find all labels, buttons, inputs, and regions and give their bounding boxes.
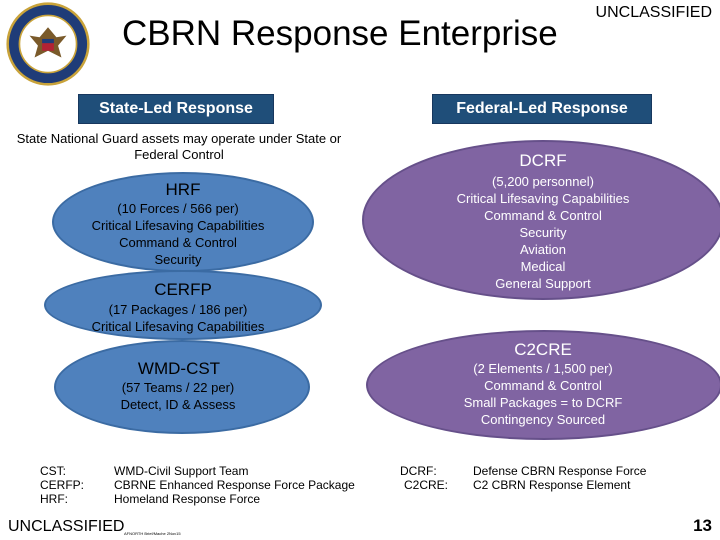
hrf-name: HRF [165, 180, 201, 199]
cerfp-line: (17 Packages / 186 per) [108, 302, 248, 317]
legend-abbr: CST: [40, 464, 67, 478]
legend-right-abbr: DCRF: C2CRE: [400, 464, 464, 492]
dcrf-name: DCRF [519, 151, 567, 170]
cerfp-name: CERFP [154, 280, 212, 299]
c2cre-line: Small Packages = to DCRF [463, 395, 623, 410]
dcrf-line: Medical [520, 259, 566, 274]
cerfp-ellipse [44, 270, 322, 340]
dcrf-line: General Support [495, 276, 591, 291]
page-number: 13 [693, 516, 712, 535]
c2cre-ellipse [366, 330, 720, 440]
legend-left-defs: WMD-Civil Support Team CBRNE Enhanced Re… [114, 464, 384, 506]
classification-banner-top: UNCLASSIFIED [595, 4, 712, 21]
federal-led-header: Federal-Led Response [432, 94, 652, 124]
legend-abbr: C2CRE: [404, 478, 449, 492]
legend-abbr: DCRF: [400, 464, 437, 478]
cerfp-line: Critical Lifesaving Capabilities [91, 319, 265, 334]
hrf-details: (10 Forces / 566 per) Critical Lifesavin… [40, 200, 316, 268]
legend-abbr: HRF: [40, 492, 68, 506]
dcrf-line: Critical Lifesaving Capabilities [456, 191, 630, 206]
wmd-cst-line: Detect, ID & Assess [120, 397, 236, 412]
dcrf-line: (5,200 personnel) [492, 174, 594, 189]
wmd-cst-details: (57 Teams / 22 per) Detect, ID & Assess [40, 379, 316, 413]
c2cre-line: Contingency Sourced [480, 412, 606, 427]
legend-def: WMD-Civil Support Team [114, 464, 249, 478]
hrf-line: Security [154, 252, 202, 267]
c2cre-details: (2 Elements / 1,500 per) Command & Contr… [400, 360, 686, 428]
legend-def: Defense CBRN Response Force [473, 464, 647, 478]
c2cre-line: Command & Control [484, 378, 602, 393]
dcrf-details: (5,200 personnel) Critical Lifesaving Ca… [400, 173, 686, 292]
hrf-line: (10 Forces / 566 per) [117, 201, 239, 216]
dcrf-ellipse [362, 140, 720, 300]
c2cre-name: C2CRE [514, 340, 572, 359]
legend-abbr: CERFP: [40, 478, 85, 492]
cerfp-details: (17 Packages / 186 per) Critical Lifesav… [40, 301, 316, 335]
dod-seal-icon [6, 2, 90, 86]
legend-left-abbr: CST: CERFP: HRF: [40, 464, 110, 506]
dcrf-line: Aviation [519, 242, 566, 257]
dcrf-line: Command & Control [484, 208, 602, 223]
wmd-cst-line: (57 Teams / 22 per) [121, 380, 235, 395]
legend-def: CBRNE Enhanced Response Force Package [114, 478, 355, 492]
legend-def: Homeland Response Force [114, 492, 261, 506]
state-control-note: State National Guard assets may operate … [16, 131, 342, 162]
wmd-cst-ellipse [54, 340, 310, 434]
dcrf-line: Security [519, 225, 567, 240]
page-title: CBRN Response Enterprise [122, 14, 558, 53]
legend-def: C2 CBRN Response Element [473, 478, 631, 492]
hrf-line: Command & Control [119, 235, 237, 250]
wmd-cst-name: WMD-CST [137, 359, 221, 378]
state-led-header: State-Led Response [78, 94, 274, 124]
legend-right-defs: Defense CBRN Response Force C2 CBRN Resp… [473, 464, 713, 492]
classification-banner-bottom: UNCLASSIFIED [8, 518, 125, 535]
hrf-line: Critical Lifesaving Capabilities [91, 218, 265, 233]
source-footnote: AFNORTH Brief/Mache 2Nov15 [124, 531, 181, 536]
c2cre-line: (2 Elements / 1,500 per) [473, 361, 613, 376]
